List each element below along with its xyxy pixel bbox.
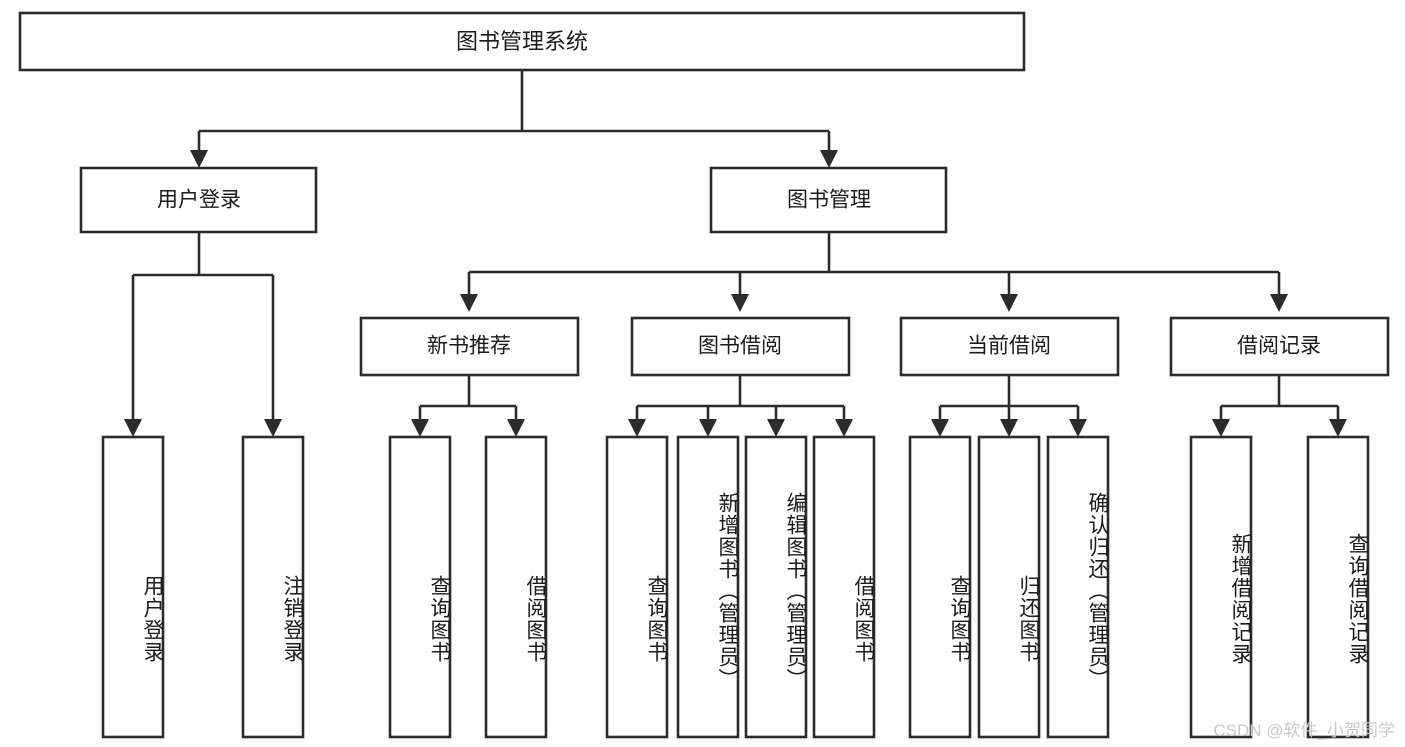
node-leaf3-box[interactable] <box>388 435 452 739</box>
node-leaf9-box[interactable] <box>908 435 972 739</box>
arrowhead-leaf8 <box>835 419 853 437</box>
arrowhead-records <box>1270 294 1288 312</box>
node-root-box[interactable] <box>18 11 1026 72</box>
node-root-label: 图书管理系统 <box>456 29 588 54</box>
arrowhead-login <box>190 150 208 168</box>
node-newbook-box[interactable] <box>359 316 580 377</box>
node-borrow-label: 图书借阅 <box>698 335 782 358</box>
node-current-label: 当前借阅 <box>967 335 1051 358</box>
arrowhead-newbook <box>460 294 478 312</box>
arrowhead-borrow <box>731 294 749 312</box>
arrowhead-leaf13 <box>1329 419 1347 437</box>
connector-layer <box>124 70 1347 437</box>
arrowhead-current <box>1000 294 1018 312</box>
arrowhead-leaf5 <box>628 419 646 437</box>
node-leaf2-box[interactable] <box>241 435 305 739</box>
node-login-label: 用户登录 <box>157 189 241 212</box>
arrowhead-bookmgmt <box>820 150 838 168</box>
node-leaf1-box[interactable] <box>101 435 165 739</box>
arrowhead-leaf3 <box>411 419 429 437</box>
node-leaf12-box[interactable] <box>1189 435 1253 739</box>
node-current[interactable]: 当前借阅 <box>899 316 1120 377</box>
arrowhead-leaf1 <box>124 419 142 437</box>
node-leaf10-box[interactable] <box>977 435 1041 739</box>
node-records-label: 借阅记录 <box>1237 335 1321 358</box>
node-root[interactable]: 图书管理系统 <box>18 11 1026 72</box>
node-leaf5-box[interactable] <box>605 435 669 739</box>
node-records[interactable]: 借阅记录 <box>1169 316 1390 377</box>
arrowhead-leaf11 <box>1069 419 1087 437</box>
node-bookmgmt-box[interactable] <box>709 166 948 234</box>
arrowhead-leaf12 <box>1212 419 1230 437</box>
node-newbook[interactable]: 新书推荐 <box>359 316 580 377</box>
node-borrow[interactable]: 图书借阅 <box>630 316 851 377</box>
node-leaf6-box[interactable] <box>676 435 740 739</box>
arrowhead-leaf6 <box>699 419 717 437</box>
arrowhead-leaf9 <box>931 419 949 437</box>
node-newbook-label: 新书推荐 <box>427 335 511 358</box>
node-borrow-box[interactable] <box>630 316 851 377</box>
arrowhead-leaf10 <box>1000 419 1018 437</box>
node-bookmgmt[interactable]: 图书管理 <box>709 166 948 234</box>
arrowhead-leaf4 <box>507 419 525 437</box>
node-login-box[interactable] <box>79 166 318 234</box>
arrowhead-leaf7 <box>767 419 785 437</box>
node-leaf4-box[interactable] <box>484 435 548 739</box>
arrowhead-leaf2 <box>264 419 282 437</box>
node-bookmgmt-label: 图书管理 <box>787 189 871 212</box>
node-records-box[interactable] <box>1169 316 1390 377</box>
node-leaf13-box[interactable] <box>1306 435 1370 739</box>
leaf-node-layer <box>101 435 1370 739</box>
node-leaf11-box[interactable] <box>1046 435 1110 739</box>
node-leaf7-box[interactable] <box>744 435 808 739</box>
node-current-box[interactable] <box>899 316 1120 377</box>
node-leaf8-box[interactable] <box>812 435 876 739</box>
node-login[interactable]: 用户登录 <box>79 166 318 234</box>
